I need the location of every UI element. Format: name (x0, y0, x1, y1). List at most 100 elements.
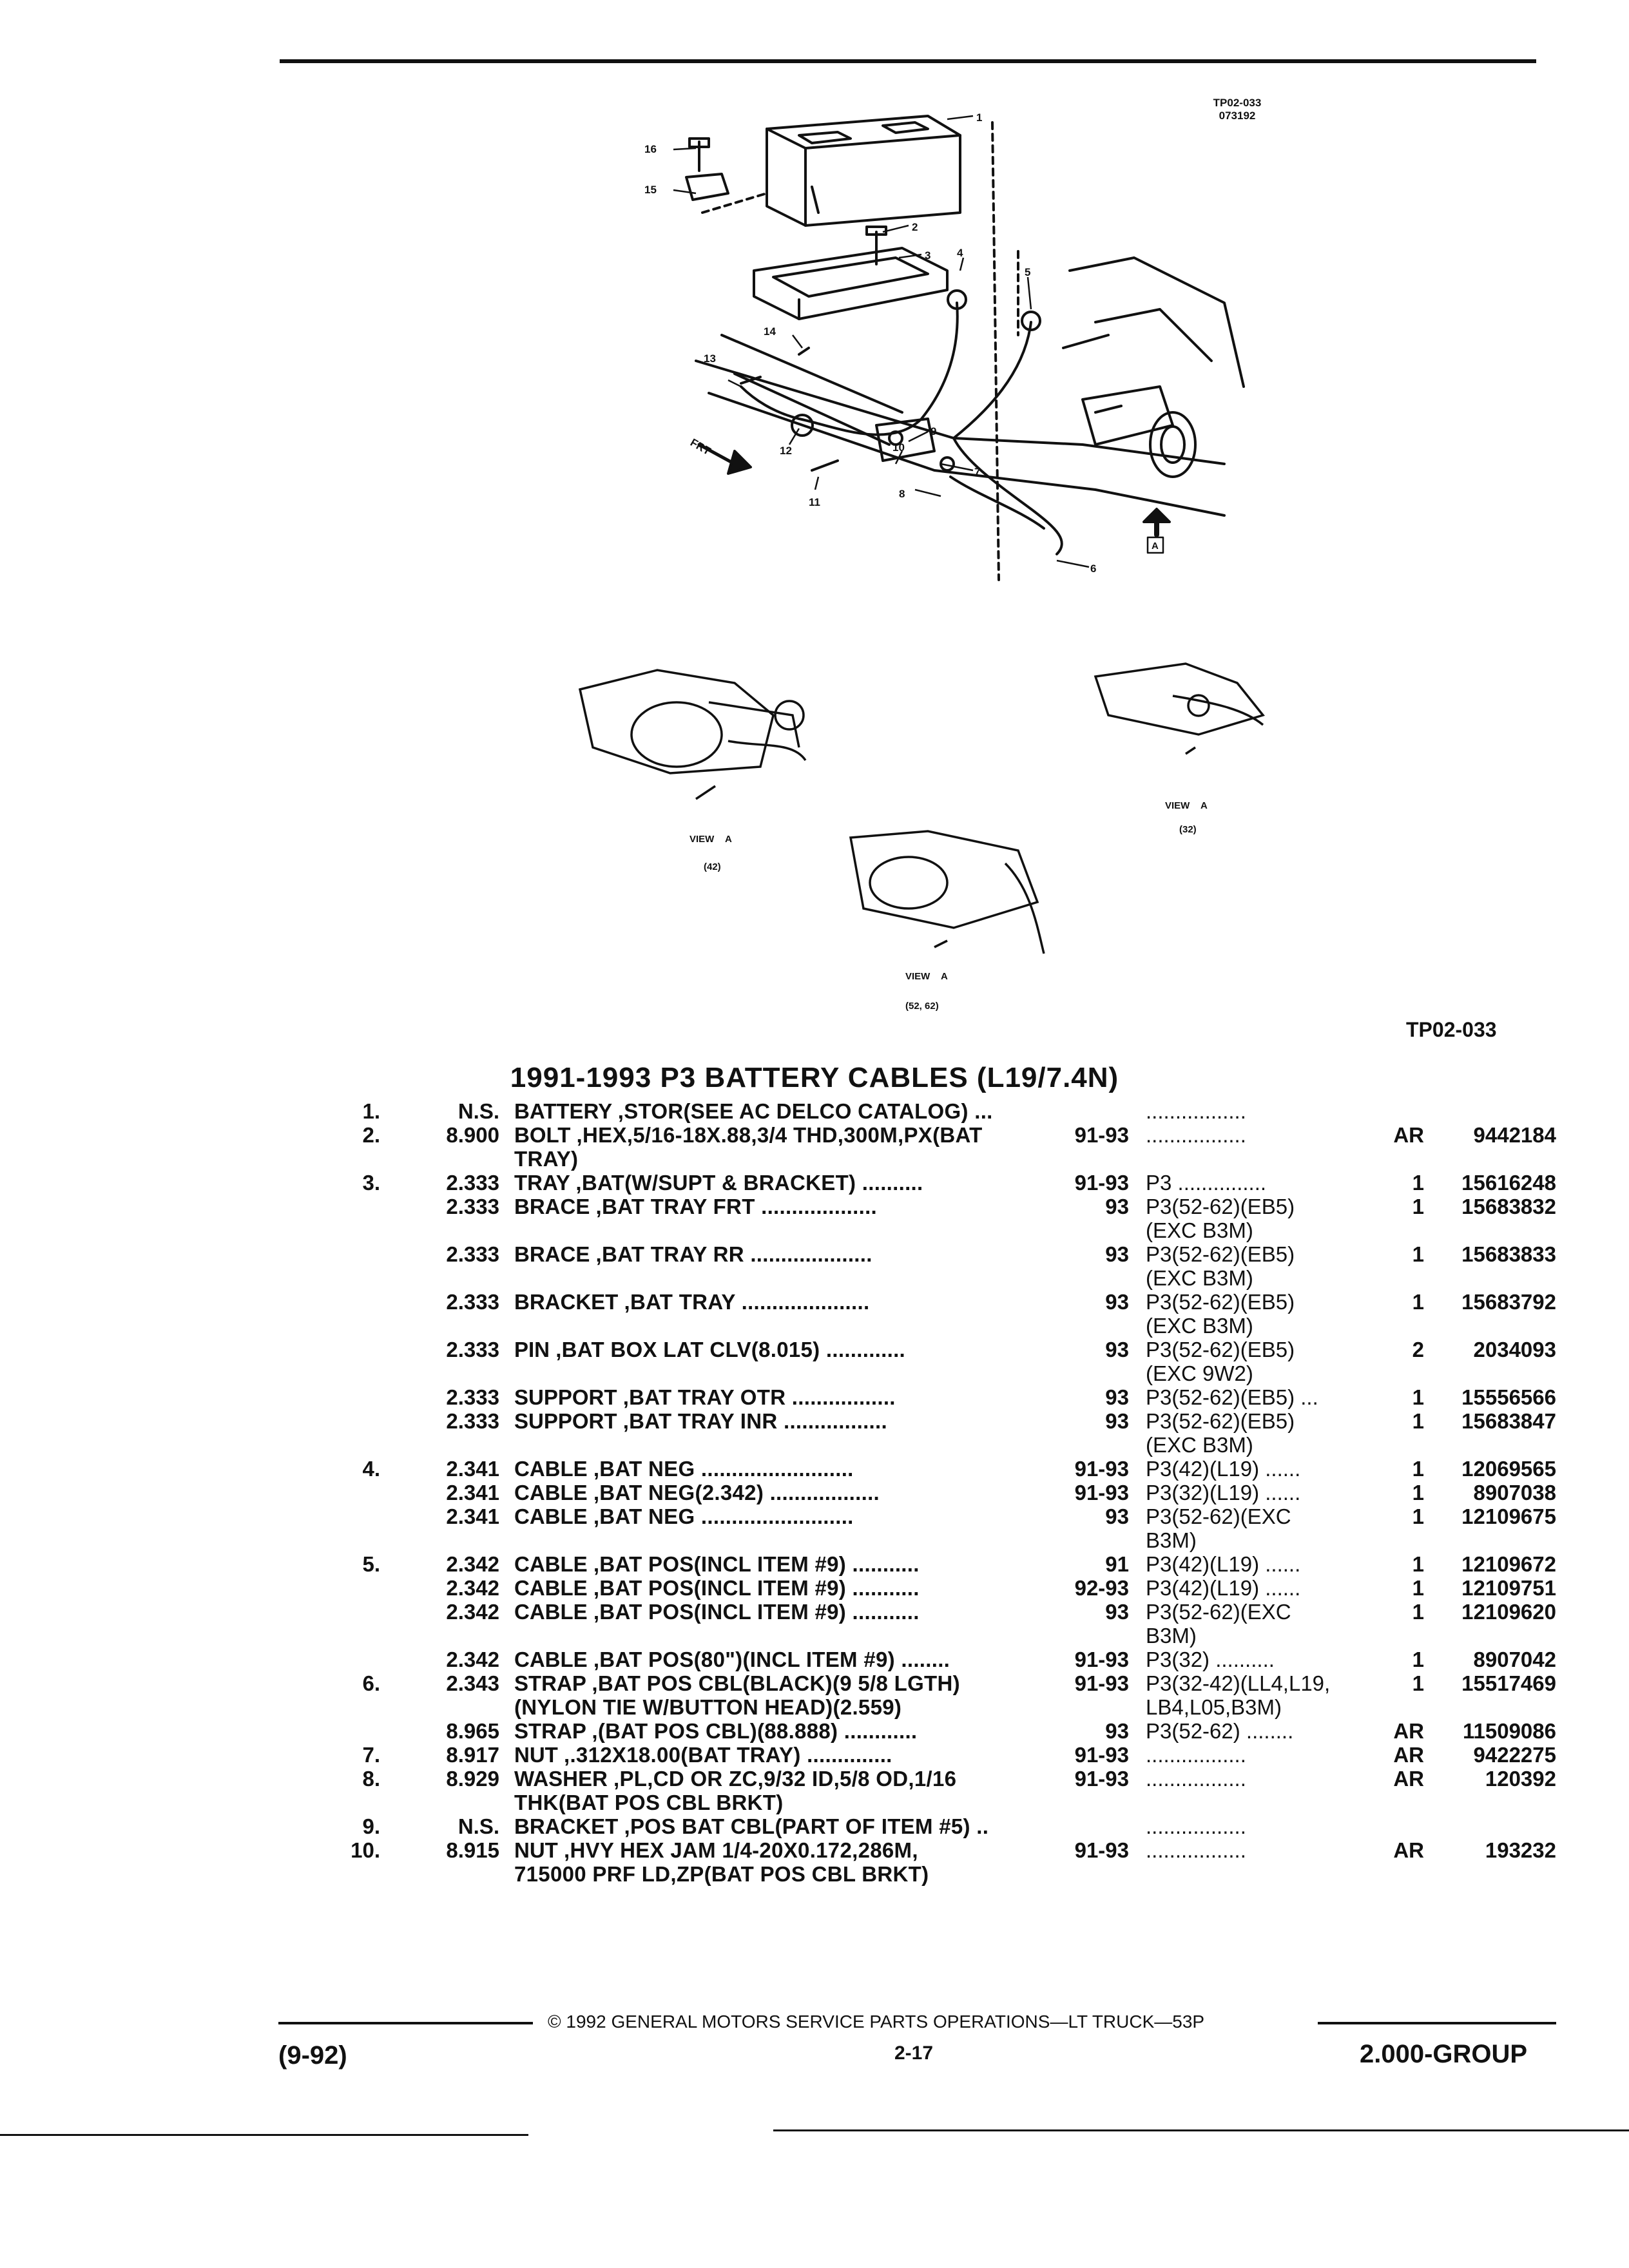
quantity: AR (1393, 1838, 1424, 1862)
usage-code: ................. (1146, 1099, 1246, 1123)
group-number: N.S. (458, 1099, 499, 1123)
usage-code: B3M) (1146, 1528, 1197, 1552)
item-number: 6. (362, 1671, 380, 1695)
group-number: 2.333 (446, 1242, 499, 1266)
view-32-tag: A (1200, 800, 1208, 811)
part-number: 12109620 (1461, 1600, 1556, 1624)
part-spec: ,.312X18.00(BAT TRAY) .............. (564, 1743, 892, 1767)
part-number: 12069565 (1461, 1457, 1556, 1481)
battery-tray-drawing (753, 247, 949, 320)
view-a-42-drawing (578, 669, 807, 800)
bottom-rule-left (0, 2134, 528, 2136)
model-years: 93 (1105, 1290, 1129, 1314)
view-42-applies: (42) (704, 861, 721, 872)
part-spec: ,PL,CD OR ZC,9/32 ID,5/8 OD,1/16 (613, 1767, 957, 1791)
part-spec: ,BAT(W/SUPT & BRACKET) .......... (575, 1171, 923, 1195)
footer-group: 2.000-GROUP (1360, 2040, 1528, 2068)
usage-code: ................. (1146, 1814, 1246, 1838)
positive-cable-drawing (952, 321, 1063, 555)
callout-5: 5 (1025, 266, 1030, 278)
part-name: BRACKET (514, 1814, 619, 1838)
part-description: CABLE ,BAT POS(INCL ITEM #9) ........... (514, 1600, 1049, 1624)
part-description: TRAY) (514, 1147, 1049, 1171)
model-years: 93 (1105, 1385, 1129, 1409)
part-description: TRAY ,BAT(W/SUPT & BRACKET) .......... (514, 1171, 1049, 1195)
view-42-tag: A (725, 834, 732, 845)
part-number: 8907038 (1473, 1481, 1556, 1504)
usage-code: ................. (1146, 1123, 1246, 1147)
part-number: 9422275 (1473, 1743, 1556, 1767)
part-name: CABLE (514, 1576, 588, 1600)
group-number: 2.342 (446, 1648, 499, 1671)
part-number: 9442184 (1473, 1123, 1556, 1147)
group-number: 2.333 (446, 1290, 499, 1314)
part-description: 715000 PRF LD,ZP(BAT POS CBL BRKT) (514, 1862, 1049, 1887)
model-years: 93 (1105, 1504, 1129, 1528)
quantity: 1 (1412, 1457, 1424, 1481)
bottom-rule-right (773, 2129, 1629, 2131)
part-name: WASHER (514, 1767, 608, 1791)
usage-code: P3(42)(L19) ...... (1146, 1457, 1301, 1481)
part-spec: ,POS BAT CBL(PART OF ITEM #5) .. (624, 1814, 989, 1838)
quantity: 1 (1412, 1242, 1424, 1266)
usage-code: P3(52-62) ........ (1146, 1719, 1294, 1743)
model-years: 91-93 (1074, 1123, 1129, 1147)
item-number: 10. (351, 1838, 380, 1862)
footer-date: (9-92) (278, 2041, 347, 2070)
part-spec: ,BAT POS(INCL ITEM #9) ........... (593, 1576, 920, 1600)
part-number: 2034093 (1473, 1338, 1556, 1361)
item-number: 5. (362, 1552, 380, 1576)
part-description: BRACE ,BAT TRAY RR .................... (514, 1242, 1049, 1267)
usage-code: P3(52-62)(EB5) (1146, 1338, 1295, 1361)
callout-13: 13 (704, 352, 716, 365)
part-name: STRAP (514, 1719, 586, 1743)
part-spec: ,BAT BOX LAT CLV(8.015) ............. (555, 1338, 906, 1361)
quantity: 1 (1412, 1600, 1424, 1624)
frame-rail-drawing (695, 360, 1226, 517)
hold-down-bracket-drawing (685, 173, 729, 201)
group-number: 2.341 (446, 1504, 499, 1528)
usage-code: (EXC B3M) (1146, 1433, 1253, 1457)
quantity: AR (1393, 1719, 1424, 1743)
part-spec: ,BAT POS(80")(INCL ITEM #9) ........ (593, 1648, 950, 1671)
group-number: 2.333 (446, 1195, 499, 1218)
part-name: BATTERY (514, 1099, 612, 1123)
footer-rule-right (1318, 2022, 1556, 2024)
usage-code: ................. (1146, 1767, 1246, 1791)
parts-row: 1.N.S..................BATTERY ,STOR(SEE… (0, 1099, 1629, 1123)
item-number: 4. (362, 1457, 380, 1481)
usage-code: ................. (1146, 1743, 1246, 1767)
part-number: 15683847 (1461, 1409, 1556, 1433)
view-42-label: VIEW (689, 834, 715, 845)
usage-code: (EXC B3M) (1146, 1266, 1253, 1290)
part-description: CABLE ,BAT NEG(2.342) .................. (514, 1481, 1049, 1505)
part-name: SUPPORT (514, 1385, 617, 1409)
quantity: 1 (1412, 1195, 1424, 1218)
group-number: 2.342 (446, 1552, 499, 1576)
usage-code: P3 ............... (1146, 1171, 1267, 1195)
part-number: 11509086 (1462, 1719, 1556, 1743)
view-52-62-tag: A (941, 971, 948, 982)
starter-drawing (1081, 385, 1197, 478)
parts-row: 9.N.S..................BRACKET ,POS BAT … (0, 1814, 1629, 1838)
diagram-ref-code: TP02-033 (1213, 97, 1262, 109)
quantity: AR (1393, 1743, 1424, 1767)
usage-code: (EXC B3M) (1146, 1314, 1253, 1338)
usage-code: P3(32) .......... (1146, 1648, 1275, 1671)
view-32-applies: (32) (1179, 824, 1197, 835)
part-spec: ,(BAT POS CBL)(88.888) ............ (592, 1719, 918, 1743)
part-description: STRAP ,(BAT POS CBL)(88.888) ...........… (514, 1719, 1049, 1744)
model-years: 93 (1105, 1338, 1129, 1361)
part-description: CABLE ,BAT POS(80")(INCL ITEM #9) ......… (514, 1648, 1049, 1672)
